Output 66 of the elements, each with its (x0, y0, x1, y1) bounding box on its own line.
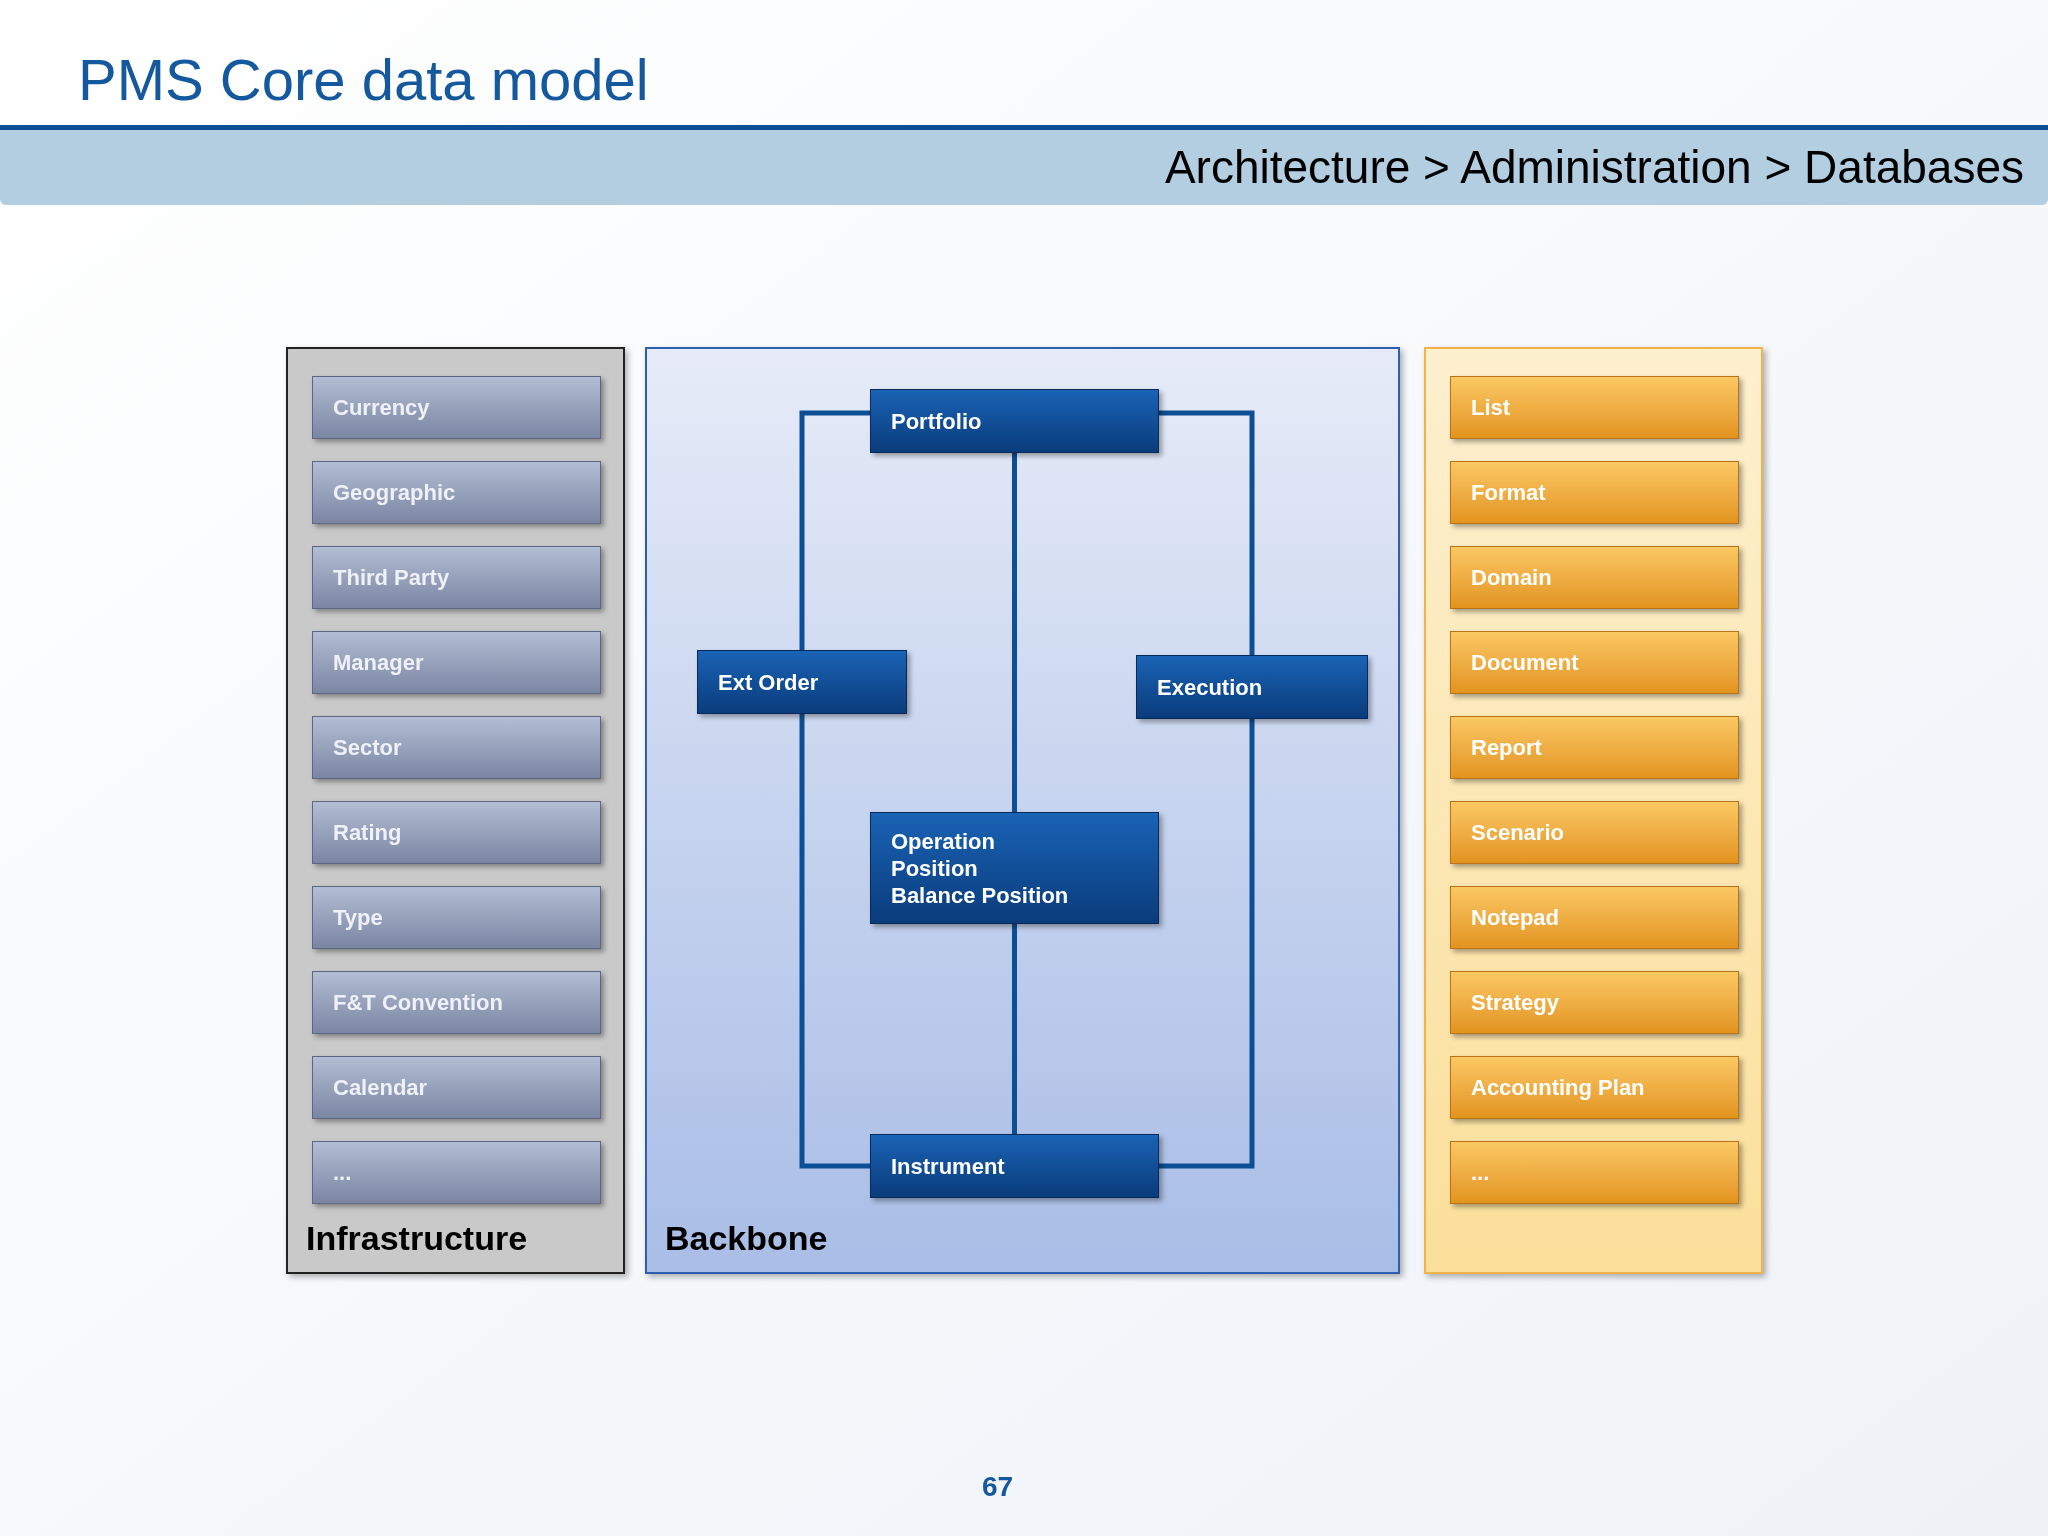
entity-box (870, 812, 1159, 924)
connector-line (1012, 924, 1017, 1134)
entity-box (1136, 655, 1368, 719)
entity-box (1450, 886, 1739, 949)
connector-line (1012, 453, 1017, 812)
group-panel (645, 347, 1400, 1274)
entity-box (1450, 1141, 1739, 1204)
connector-line (1159, 719, 1255, 1169)
panel-title: Infrastructure (306, 1218, 528, 1259)
entity-name: Rating (333, 819, 402, 847)
entity-box (1450, 801, 1739, 864)
entity-box (697, 650, 907, 714)
entity-name: Balance Position (891, 881, 1070, 909)
entity-name: Notepad (1471, 904, 1559, 932)
entity-box (870, 1134, 1159, 1198)
entity-name: Geographic (333, 479, 456, 507)
entity-box (1450, 971, 1739, 1034)
entity-name: Sector (333, 734, 402, 762)
entity-box (312, 716, 601, 779)
entity-name: Scenario (1471, 819, 1564, 847)
entity-name: Type (333, 904, 383, 932)
slide-title: PMS Core data model (78, 46, 649, 114)
entity-name: Calendar (333, 1074, 428, 1102)
entity-box (1450, 631, 1739, 694)
entity-name: Strategy (1471, 989, 1560, 1017)
entity-name: ... (1471, 1159, 1490, 1187)
entity-box (1450, 1056, 1739, 1119)
entity-name: Portfolio (891, 407, 983, 435)
entity-name: Currency (333, 394, 430, 422)
entity-box (312, 1056, 601, 1119)
entity-name: Instrument (891, 1152, 1006, 1180)
entity-name: ... (333, 1159, 352, 1187)
entity-box (1450, 716, 1739, 779)
entity-box (312, 971, 601, 1034)
entity-name: List (1471, 394, 1511, 422)
entity-name: Ext Order (718, 668, 820, 696)
entity-box (1450, 461, 1739, 524)
entity-box (312, 886, 601, 949)
entity-box (870, 389, 1159, 453)
entity-name: Report (1471, 734, 1542, 762)
connector-line (1159, 410, 1255, 655)
entity-name: Execution (1157, 673, 1264, 701)
panel-title: Backbone (665, 1218, 828, 1259)
breadcrumb-text: Architecture > Administration > Databases (1164, 140, 2024, 195)
entity-box (312, 546, 601, 609)
entity-name: Manager (333, 649, 424, 677)
entity-box (312, 1141, 601, 1204)
entity-box (312, 631, 601, 694)
entity-name: Format (1471, 479, 1546, 507)
entity-name: Position (891, 854, 979, 882)
entity-name: Accounting Plan (1471, 1074, 1645, 1102)
connector-line (799, 410, 870, 650)
entity-box (312, 801, 601, 864)
entity-box (312, 461, 601, 524)
connector-line (799, 714, 870, 1169)
entity-name: F&T Convention (333, 989, 503, 1017)
group-panel (286, 347, 625, 1274)
entity-name: Domain (1471, 564, 1552, 592)
entity-box (312, 376, 601, 439)
page-number: 67 (982, 1470, 1014, 1504)
entity-name: Operation (891, 827, 996, 855)
group-panel (1424, 347, 1763, 1274)
entity-name: Document (1471, 649, 1579, 677)
entity-box (1450, 546, 1739, 609)
entity-name: Third Party (333, 564, 450, 592)
entity-box (1450, 376, 1739, 439)
